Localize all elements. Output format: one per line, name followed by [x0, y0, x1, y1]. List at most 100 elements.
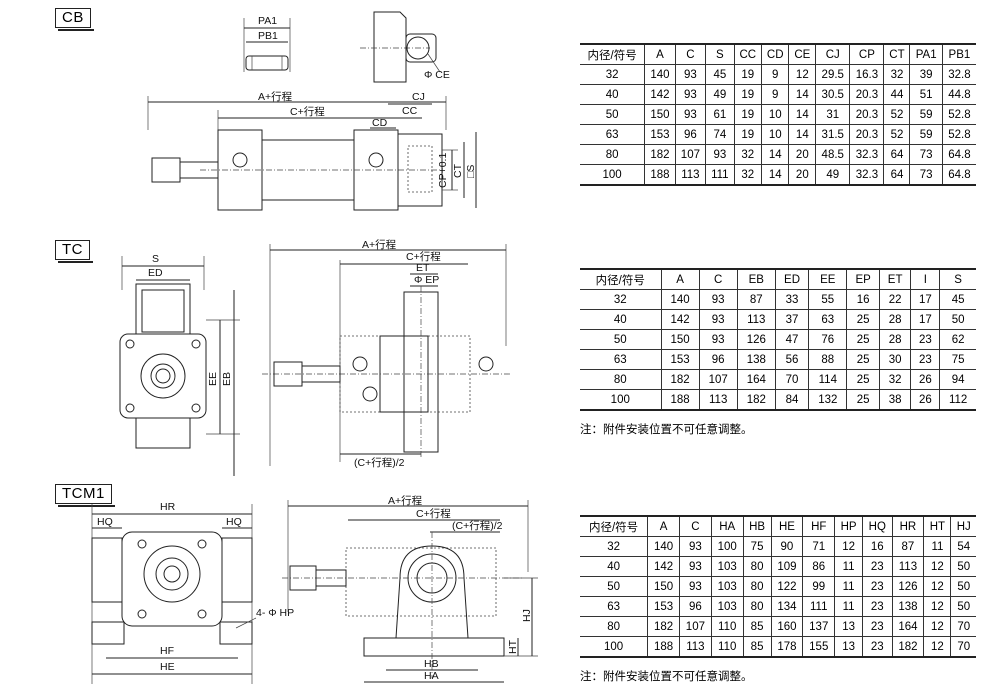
table-cell: 100 [710, 536, 744, 557]
table-cell: 23 [862, 596, 893, 617]
table-cell: 112 [939, 389, 976, 411]
table-cell: 182 [644, 144, 676, 165]
table-cell: 113 [674, 164, 707, 186]
table-cell: 93 [678, 556, 712, 577]
table-cell: 70 [950, 636, 976, 658]
table-cell: 80 [742, 576, 772, 597]
table-header-row: 内径/符号 A C S CC CD CE CJ CP CT PA1 PB1 [580, 43, 976, 65]
bore-size-cell: 50 [580, 329, 662, 350]
section-tag-tc: TC [55, 240, 93, 263]
table-cell: 31 [815, 104, 851, 125]
table-cell: 19 [733, 124, 763, 145]
table-header-row: 内径/符号 A C HA HB HE HF HP HQ HR HT HJ [580, 515, 976, 537]
label-cc: CC [402, 105, 418, 117]
table-cell: 47 [774, 329, 810, 350]
label-tc-half: (C+行程)/2 [354, 456, 405, 469]
table-cell: 84 [774, 389, 810, 411]
table-header: HJ [950, 515, 976, 537]
table-header: CP [849, 43, 885, 65]
table-cell: 93 [674, 104, 707, 125]
table-cell: 71 [802, 536, 836, 557]
cb-clevis-side: Φ CE [360, 11, 450, 83]
table-cell: 182 [647, 616, 680, 637]
cb-spec-table: 内径/符号 A C S CC CD CE CJ CP CT PA1 PB1 32… [580, 43, 976, 186]
table-cell: 17 [910, 289, 941, 310]
label-ht: HT [507, 639, 519, 654]
table-cell: 126 [736, 329, 776, 350]
table-cell: 52 [883, 124, 911, 145]
tc-note: 注：附件安装位置不可任意调整。 [580, 424, 753, 436]
table-cell: 50 [950, 556, 976, 577]
table-cell: 30.5 [815, 84, 851, 105]
table-cell: 32 [878, 369, 912, 390]
table-header: 内径/符号 [580, 515, 649, 537]
table-cell: 13 [834, 636, 864, 658]
table-cell: 49 [705, 84, 735, 105]
table-cell: 9 [761, 84, 790, 105]
label-tc-eb: EB [221, 372, 233, 386]
table-cell: 73 [909, 144, 943, 165]
label-hq-right: HQ [226, 516, 242, 528]
label-ce: Φ CE [424, 69, 450, 81]
table-cell: 126 [891, 576, 925, 597]
label-tc-c: C+行程 [406, 250, 441, 263]
table-cell: 150 [647, 576, 680, 597]
table-cell: 52 [883, 104, 911, 125]
table-header: HB [742, 515, 772, 537]
section-cb: CB PA1 PB1 Φ CE A+行程 C+行程 CJ CC CD [0, 0, 1000, 225]
table-cell: 48.5 [815, 144, 851, 165]
table-cell: 75 [939, 349, 976, 370]
table-cell: 93 [674, 84, 707, 105]
table-header: C [674, 43, 707, 65]
table-cell: 93 [698, 289, 738, 310]
table-cell: 23 [862, 556, 893, 577]
tcm1-side-drawing: A+行程 C+行程 (C+行程)/2 HJ HT HB HA [282, 494, 538, 683]
table-cell: 96 [698, 349, 738, 370]
label-cd: CD [372, 117, 388, 129]
table-header: CT [883, 43, 911, 65]
table-cell: 38 [878, 389, 912, 411]
table-cell: 26 [910, 389, 941, 411]
table-cell: 153 [647, 596, 680, 617]
bore-size-cell: 63 [580, 349, 662, 370]
table-header: S [705, 43, 735, 65]
table-cell: 182 [891, 636, 925, 658]
table-header: HP [834, 515, 864, 537]
label-he: HE [160, 661, 175, 673]
table-header: ET [878, 268, 912, 290]
table-cell: 93 [678, 576, 712, 597]
table-cell: 107 [674, 144, 707, 165]
table-cell: 11 [834, 596, 864, 617]
table-cell: 85 [742, 616, 772, 637]
bore-size-cell: 32 [580, 289, 662, 310]
table-cell: 138 [891, 596, 925, 617]
table-cell: 14 [788, 84, 817, 105]
table-header: I [910, 268, 941, 290]
table-cell: 20 [788, 144, 817, 165]
bore-size-cell: 32 [580, 536, 649, 557]
table-header: A [660, 268, 700, 290]
table-cell: 20.3 [849, 104, 885, 125]
label-tc-et: ET [416, 262, 430, 274]
table-cell: 93 [674, 64, 707, 85]
label-tc-a: A+行程 [362, 238, 397, 251]
table-cell: 140 [647, 536, 680, 557]
label-cp: CP+0.1 [437, 153, 449, 188]
table-header: HA [710, 515, 744, 537]
label-tc-s: S [152, 253, 159, 265]
table-cell: 11 [834, 576, 864, 597]
table-cell: 50 [939, 309, 976, 330]
table-cell: 122 [770, 576, 804, 597]
bore-size-cell: 80 [580, 369, 662, 390]
label-a-stroke: A+行程 [258, 90, 293, 103]
table-cell: 49 [815, 164, 851, 186]
table-cell: 32.8 [941, 64, 976, 85]
label-hp: 4- Φ HP [256, 607, 294, 619]
table-cell: 87 [736, 289, 776, 310]
